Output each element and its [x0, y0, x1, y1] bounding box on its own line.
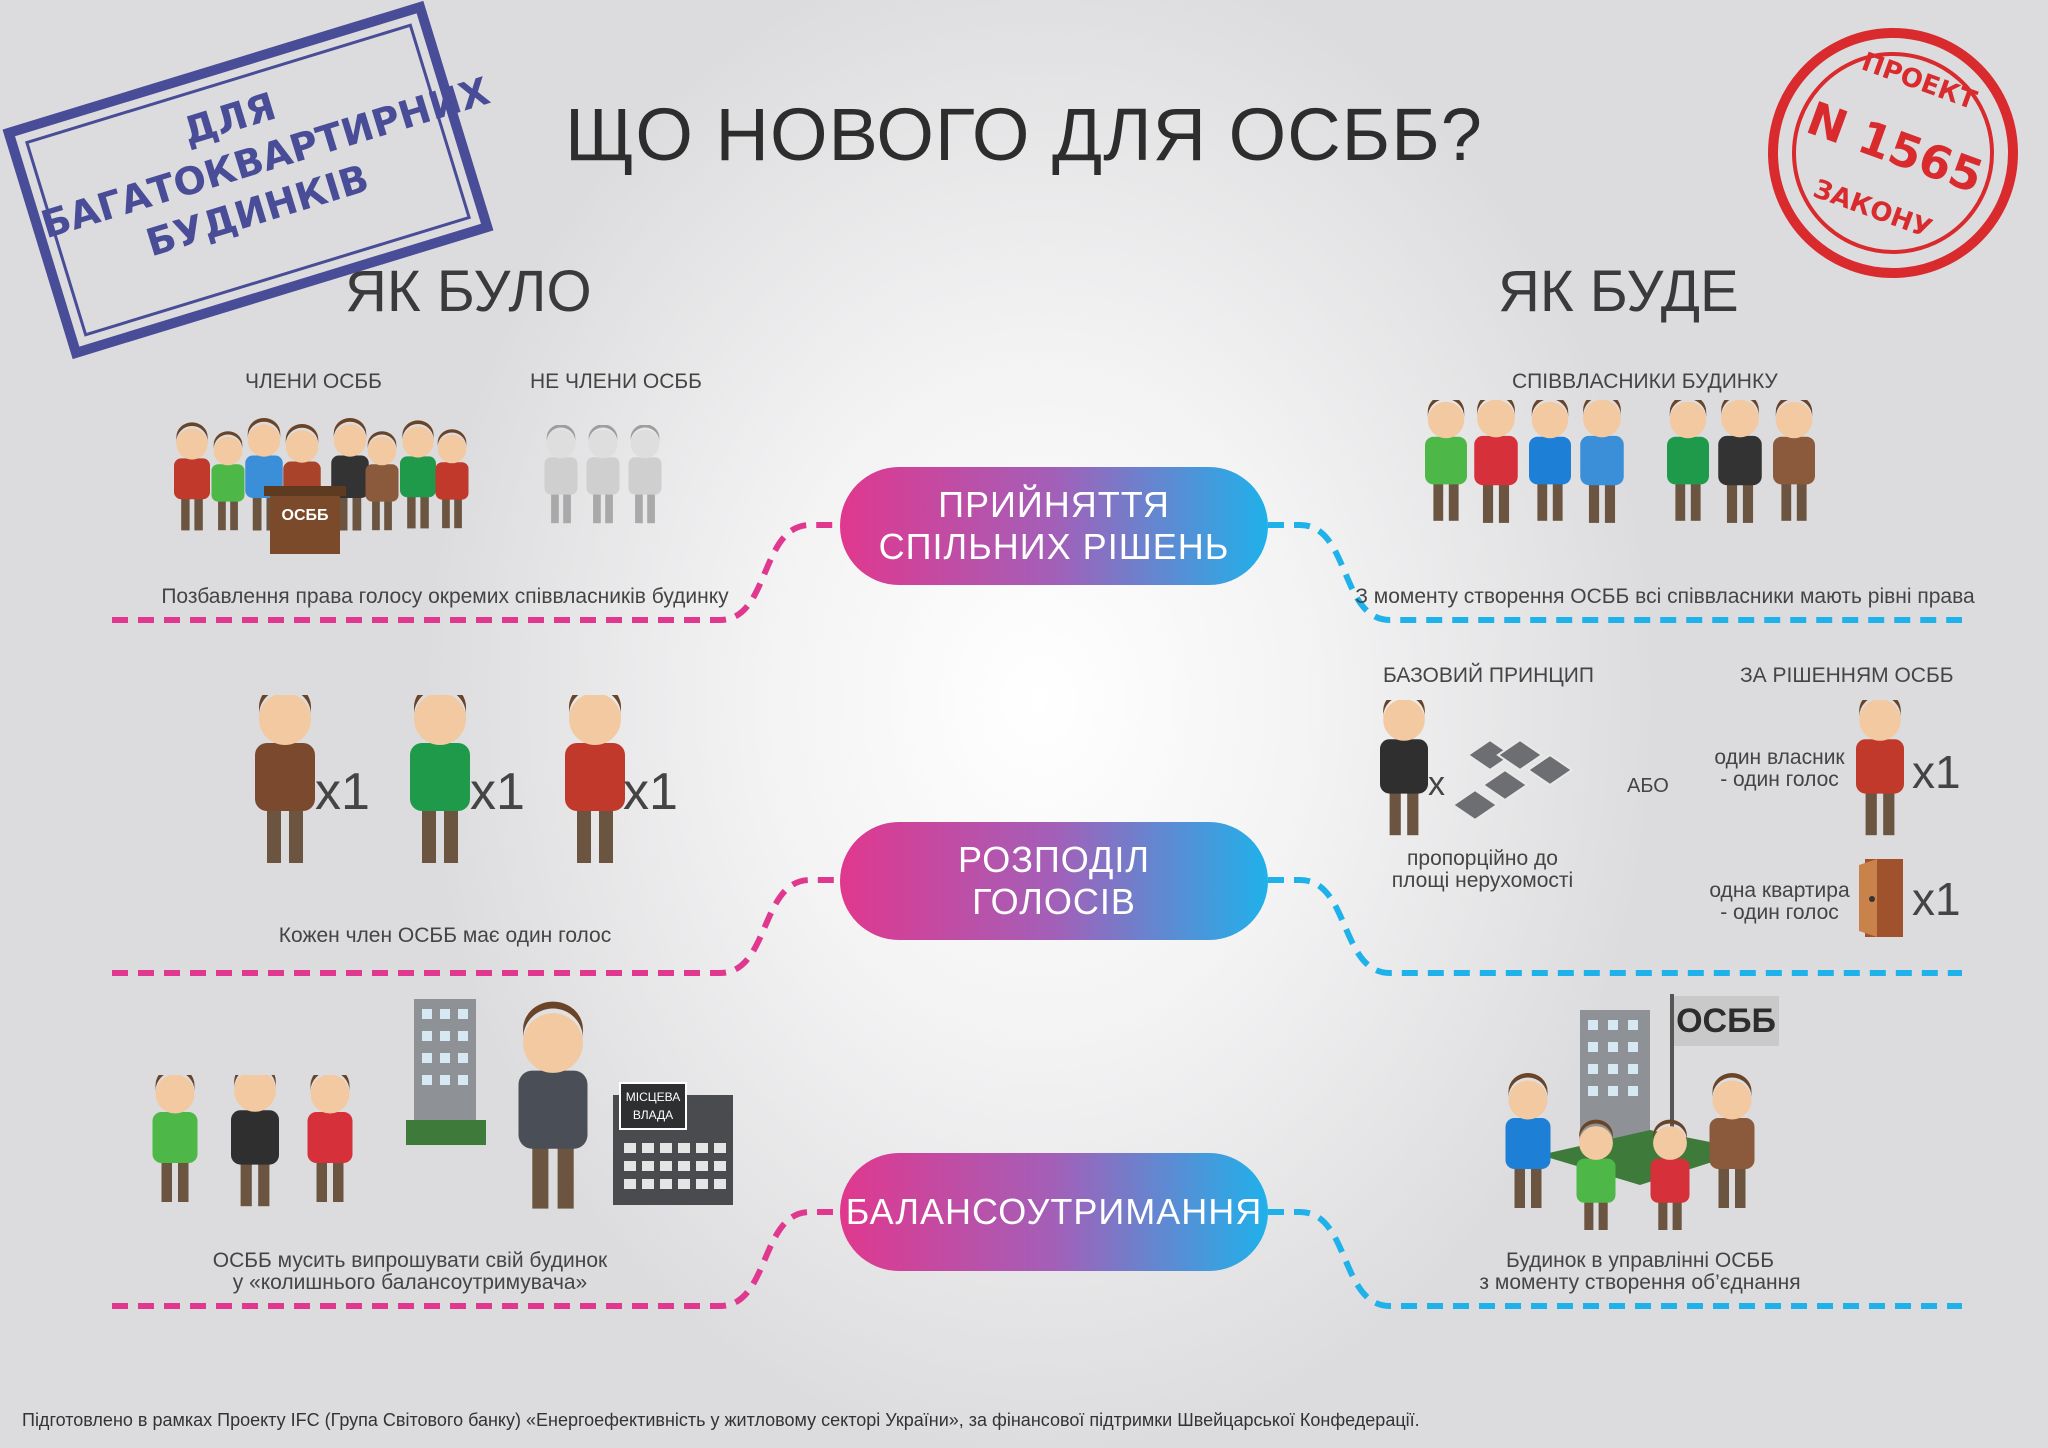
non-members-group-illustration — [544, 425, 662, 524]
proportional-line-2: площі нерухомості — [1391, 869, 1574, 892]
apartment-door-icon — [1859, 859, 1903, 937]
podium-label: ОСББ — [282, 507, 329, 524]
vote-multiplier-1: x1 — [315, 763, 370, 821]
row3-left-line-2: у «колишнього балансоутримувача» — [232, 1271, 588, 1294]
line-row1-right — [1268, 522, 1962, 623]
proportional-caption: пропорційно до площі нерухомості — [1380, 848, 1585, 892]
owner-man-illustration — [1856, 700, 1904, 836]
osbb-flag-text: ОСББ — [1676, 1002, 1776, 1040]
before-heading: ЯК БУЛО — [345, 259, 592, 324]
flat-vote-caption: одна квартира - один голос — [1702, 880, 1857, 924]
flat-vote-line-1: одна квартира — [1709, 879, 1850, 902]
members-group-illustration: ОСББ — [174, 418, 469, 554]
or-label: АБО — [1627, 775, 1669, 797]
page-title: ЩО НОВОГО ДЛЯ ОСББ? — [565, 93, 1483, 176]
authority-label-1: МІСЦЕВА — [626, 1090, 681, 1104]
row3-right-line-1: Будинок в управлінні ОСББ — [1506, 1249, 1774, 1272]
member-man-illustration — [255, 695, 315, 863]
members-label: ЧЛЕНИ ОСББ — [245, 370, 382, 393]
owner-vote-caption: один власник - один голос — [1702, 747, 1857, 791]
row3-right-caption: Будинок в управлінні ОСББ з моменту ство… — [1440, 1250, 1840, 1294]
owner-woman-illustration — [1380, 700, 1428, 836]
non-members-label: НЕ ЧЛЕНИ ОСББ — [530, 370, 702, 393]
pill-line-1: ПРИЙНЯТТЯ — [938, 484, 1170, 525]
building-handover-illustration: МІСЦЕВА ВЛАДА — [406, 999, 733, 1209]
footer-note: Підготовлено в рамках Проекту IFC (Група… — [22, 1410, 1420, 1430]
row3-left-line-1: ОСББ мусить випрошувати свій будинок — [212, 1249, 608, 1272]
co-owners-label: СПІВВЛАСНИКИ БУДИНКУ — [1512, 370, 1778, 393]
row1-left-caption: Позбавлення права голосу окремих співвла… — [161, 585, 729, 608]
vote-multiplier-3: x1 — [623, 763, 678, 821]
pill-line-2: СПІЛЬНИХ РІШЕНЬ — [878, 526, 1230, 567]
pill-balance-holding: БАЛАНСОУТРИМАННЯ — [840, 1153, 1268, 1271]
member-bald-man-illustration — [410, 695, 470, 863]
after-heading: ЯК БУДЕ — [1498, 259, 1739, 324]
by-decision-label: ЗА РІШЕННЯМ ОСББ — [1740, 664, 1954, 687]
begging-residents-illustration — [152, 1075, 353, 1207]
row2-left-caption: Кожен член ОСББ має один голос — [278, 924, 612, 947]
floor-area-tiles-icon — [1451, 738, 1574, 822]
owner-vote-line-1: один власник — [1714, 746, 1845, 769]
row3-right-line-2: з моменту створення об’єднання — [1479, 1271, 1801, 1294]
row1-right-caption: З моменту створення ОСББ всі співвласник… — [1355, 585, 1975, 608]
pill-line-2: ГОЛОСІВ — [972, 881, 1136, 922]
flat-vote-multiplier: x1 — [1912, 873, 1961, 925]
line-row1-left — [112, 522, 845, 623]
basic-principle-label: БАЗОВИЙ ПРИНЦИП — [1383, 664, 1594, 687]
managed-building-illustration: ОСББ — [1505, 994, 1779, 1230]
co-owners-group-illustration — [1425, 400, 1815, 523]
owner-vote-multiplier: x1 — [1912, 746, 1961, 798]
line-row3-right — [1268, 1209, 1962, 1309]
proportional-line-1: пропорційно до — [1407, 847, 1558, 870]
row3-left-caption: ОСББ мусить випрошувати свій будинок у «… — [210, 1250, 610, 1294]
owner-vote-line-2: - один голос — [1720, 768, 1839, 791]
line-row3-left — [112, 1209, 845, 1309]
pill-line-1: РОЗПОДІЛ — [957, 839, 1151, 880]
flat-vote-line-2: - один голос — [1720, 901, 1839, 924]
vote-multiplier-2: x1 — [470, 763, 525, 821]
line-row2-left — [112, 877, 845, 976]
member-woman-illustration — [565, 695, 625, 863]
authority-label-2: ВЛАДА — [633, 1108, 673, 1122]
line-row2-right — [1268, 877, 1962, 976]
times-sign: x — [1428, 765, 1445, 803]
